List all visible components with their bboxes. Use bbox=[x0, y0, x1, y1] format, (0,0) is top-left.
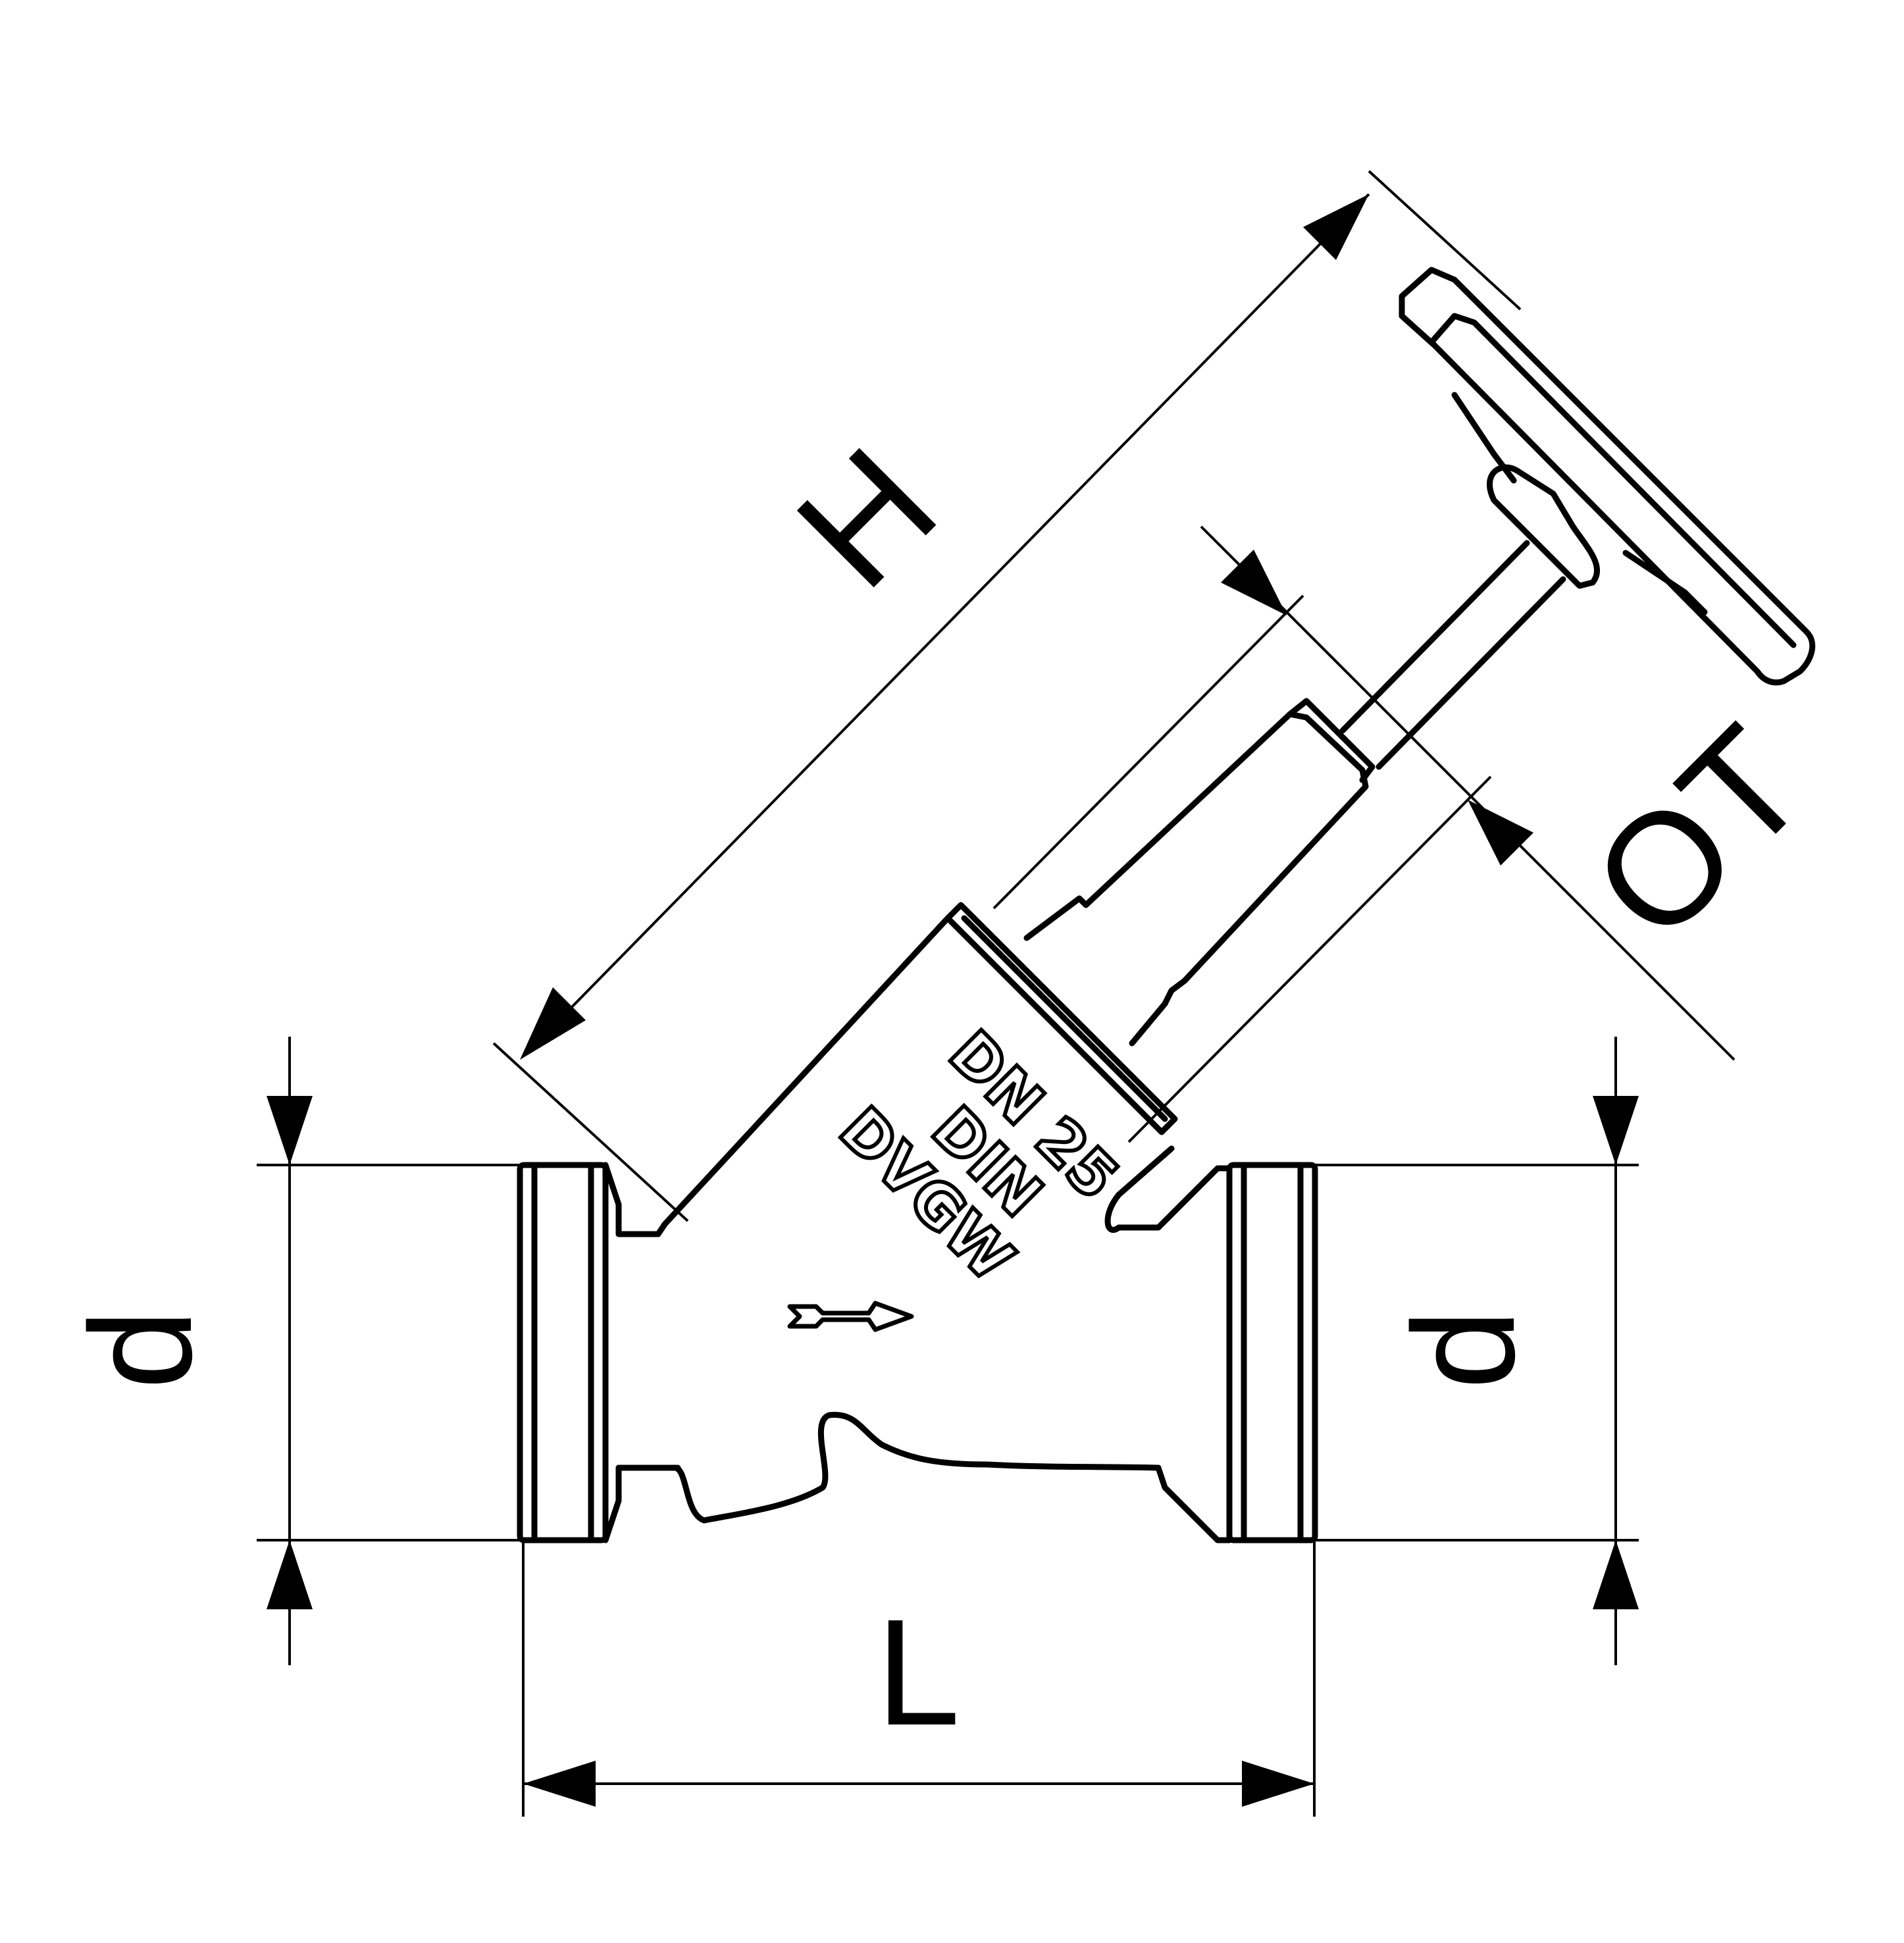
bonnet bbox=[661, 267, 1816, 1233]
dimension-arrowheads bbox=[267, 194, 1639, 1807]
left-end-connection bbox=[517, 1162, 681, 1543]
body-bottom-contour bbox=[615, 1411, 1162, 1524]
dimension-label-l: L bbox=[876, 1588, 960, 1757]
dimension-label-h: H bbox=[763, 415, 969, 620]
dimension-label-d-right: d bbox=[1383, 1309, 1545, 1389]
dimension-label-ot: OT bbox=[1559, 694, 1839, 973]
valve-body bbox=[517, 267, 1816, 1543]
right-end-connection bbox=[1116, 1162, 1318, 1543]
arrow-right-icon bbox=[787, 1301, 914, 1332]
handwheel bbox=[1399, 267, 1816, 686]
dimension-lines bbox=[257, 170, 1736, 1817]
body-marking: DN 25 DIN DVGW bbox=[824, 1016, 1133, 1297]
dimension-label-d-left: d bbox=[60, 1309, 222, 1389]
